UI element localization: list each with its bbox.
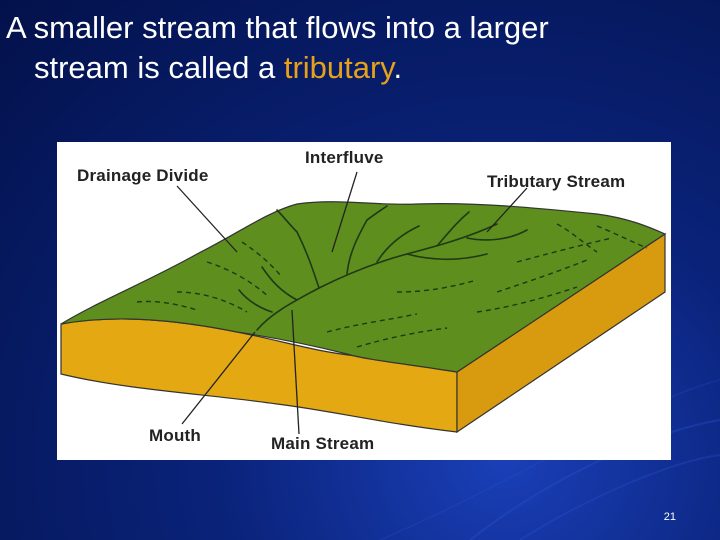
page-number: 21 [663, 511, 676, 523]
title-highlight-term: tributary [283, 50, 394, 85]
slide-title: A smaller stream that flows into a large… [6, 8, 714, 88]
stream-network [238, 205, 528, 331]
label-tributary-stream: Tributary Stream [487, 172, 626, 191]
label-drainage-divide: Drainage Divide [77, 166, 209, 185]
drainage-basin-diagram: Drainage Divide Interfluve Tributary Str… [57, 142, 671, 460]
title-line-2: stream is called a tributary. [6, 48, 714, 88]
land-surface [60, 201, 667, 373]
title-line-2-prefix: stream is called a [34, 50, 284, 85]
label-mouth: Mouth [149, 426, 201, 445]
dashed-gullies [136, 223, 648, 348]
title-line-1: A smaller stream that flows into a large… [6, 10, 549, 45]
label-interfluve: Interfluve [305, 148, 384, 167]
drainage-basin-illustration [60, 171, 667, 435]
title-period: . [393, 50, 403, 85]
leader-lines [176, 171, 528, 435]
label-main-stream: Main Stream [271, 434, 375, 453]
